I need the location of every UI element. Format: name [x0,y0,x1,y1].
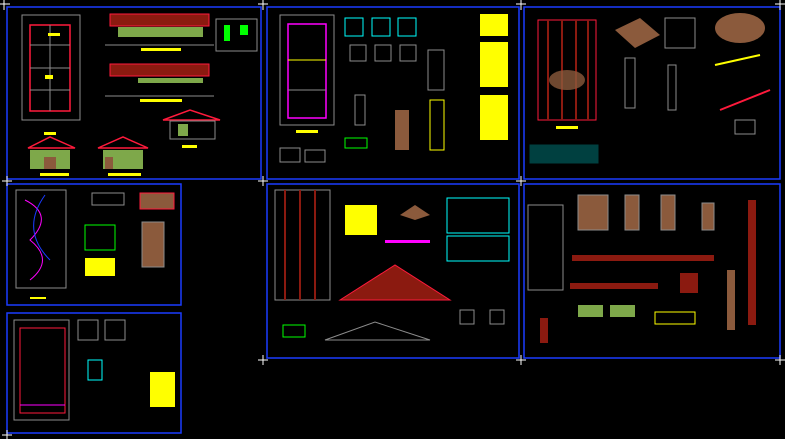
footing-details [279,17,445,163]
sheet-foundation-structure[interactable] [266,6,520,180]
detail-box [77,319,99,341]
sheet-frame [523,183,781,359]
title-block [139,192,175,210]
electrical-plan [15,189,67,299]
detail-box [104,319,126,341]
sheet-architecture-plan-elevations[interactable] [6,6,262,180]
sheet-frame [6,183,182,306]
notes-legend [427,14,508,140]
roof-details [529,13,771,164]
detail-box [87,359,103,381]
foundation-plan [279,14,335,133]
sheet-sanitary[interactable] [6,312,182,434]
notes-block [150,372,175,407]
wall-section [748,200,756,325]
sheet-frame [523,6,781,180]
roof-framing-plan [537,19,597,129]
notes-block [85,258,115,276]
sheet-roof-structure[interactable] [523,6,781,180]
sheet-frame [6,6,262,180]
floor-plan [21,14,81,135]
panel-detail [141,221,165,268]
sheet-frame [266,6,520,180]
door-schedule [527,204,564,291]
sheet-doors-windows-details[interactable] [523,183,781,359]
truss-elevation [324,197,510,341]
schedule-table [215,18,258,52]
sheet-roof-trusses[interactable] [266,183,520,359]
sheet-frame [266,183,520,359]
truss-plan [274,189,331,338]
door-elevations [540,194,756,343]
front-elevation [105,13,214,51]
legend-table [91,192,125,206]
section-elevations [27,109,221,176]
load-table [84,224,116,251]
sanitary-plan [13,319,70,421]
side-elevation [105,63,214,102]
sheet-frame [6,312,182,434]
sheet-electrical[interactable] [6,183,182,306]
